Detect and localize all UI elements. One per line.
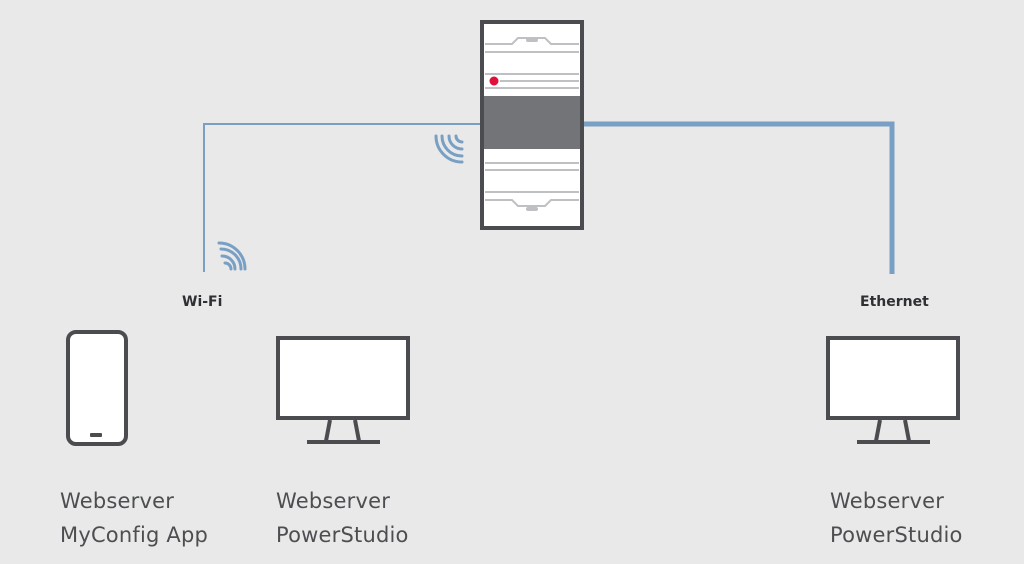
wifi-connection-line [203, 123, 486, 272]
wifi-monitor-label-line1: Webserver [276, 489, 391, 513]
wifi-label: Wi-Fi [182, 294, 223, 310]
wifi-monitor-device-label: Webserver PowerStudio [276, 484, 409, 552]
server-unit-icon [480, 20, 584, 230]
wifi-signal-icon [434, 134, 464, 164]
ethernet-monitor-device-label: Webserver PowerStudio [830, 484, 963, 552]
wifi-signal-icon [217, 241, 247, 271]
phone-label-line1: Webserver [60, 489, 175, 513]
ethernet-monitor-label-line1: Webserver [830, 489, 945, 513]
status-led [489, 76, 499, 86]
monitor-icon [826, 336, 960, 444]
phone-label-line2: MyConfig App [60, 523, 209, 547]
monitor-icon [276, 336, 410, 444]
ethernet-connection-line [582, 121, 895, 274]
wifi-monitor-label-line2: PowerStudio [276, 523, 409, 547]
smartphone-icon [66, 330, 128, 446]
ethernet-label: Ethernet [860, 294, 929, 310]
phone-device-label: Webserver MyConfig App [60, 484, 208, 552]
ethernet-monitor-label-line2: PowerStudio [830, 523, 963, 547]
